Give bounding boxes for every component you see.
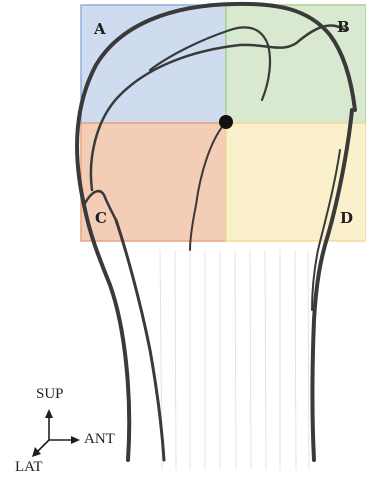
- quadrant-a-label: A: [94, 20, 106, 38]
- shaft-left-contour: [114, 218, 166, 462]
- anterior-label: ANT: [84, 431, 115, 447]
- head-inner-line: [148, 26, 272, 102]
- quadrant-a: [80, 4, 227, 124]
- shaft-shading: [159, 249, 310, 471]
- anterior-arrowhead: [71, 436, 80, 444]
- quadrant-c-label: C: [95, 209, 107, 227]
- anatomical-neck-curve: [89, 24, 347, 192]
- superior-label: SUP: [36, 386, 64, 402]
- lateral-label: LAT: [15, 459, 43, 475]
- center-point: [219, 115, 233, 129]
- bone-outline: [75, 1, 357, 462]
- orientation-indicator: [32, 409, 80, 457]
- greater-tuberosity-curve: [189, 121, 227, 251]
- quadrant-b: [225, 4, 366, 124]
- quadrant-b-label: B: [337, 18, 350, 36]
- superior-arrowhead: [45, 409, 53, 418]
- lateral-notch: [82, 189, 118, 222]
- quadrant-c: [80, 122, 227, 242]
- shaft-right-contour: [310, 108, 354, 462]
- shaft-right-inner: [311, 149, 341, 311]
- lateral-arrowhead: [32, 447, 41, 457]
- quadrant-d-label: D: [340, 209, 354, 227]
- head-outer-contour: [75, 1, 357, 462]
